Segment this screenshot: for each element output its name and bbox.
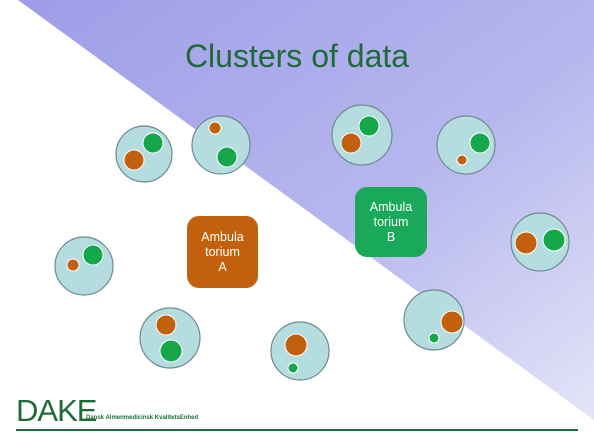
orange-patient-dot	[440, 310, 464, 334]
footer-divider	[16, 429, 578, 431]
orange-patient-dot	[340, 132, 362, 154]
green-patient-dot	[428, 332, 440, 344]
slide-title: Clusters of data	[184, 38, 410, 74]
clinic-b-line1: Ambula	[369, 199, 413, 214]
green-patient-dot	[82, 244, 104, 266]
cluster-circle	[115, 125, 173, 183]
green-patient-dot	[469, 132, 491, 154]
cluster-circle	[403, 289, 465, 351]
clusters-group	[54, 104, 570, 381]
green-patient-dot	[142, 132, 164, 154]
green-patient-dot	[542, 228, 566, 252]
cluster-circle	[54, 236, 114, 296]
clinic-b-box: Ambula torium B	[355, 187, 427, 257]
orange-patient-dot	[208, 121, 222, 135]
clinic-a-line2: torium	[205, 244, 240, 259]
orange-patient-dot	[514, 231, 538, 255]
orange-patient-dot	[456, 154, 468, 166]
dake-logo: DAKE	[16, 393, 97, 428]
clinic-a-box: Ambula torium A	[187, 216, 258, 288]
orange-patient-dot	[66, 258, 80, 272]
cluster-circle	[139, 307, 201, 369]
clinic-a-line1: Ambula	[201, 229, 244, 244]
orange-patient-dot	[123, 149, 145, 171]
orange-patient-dot	[284, 333, 308, 357]
clinic-b-line3: B	[386, 229, 396, 244]
cluster-circle	[510, 212, 570, 272]
green-patient-dot	[216, 146, 238, 168]
logo-tagline: Dansk Almenmedicinsk KvalitetsEnhed	[86, 415, 199, 421]
cluster-circle	[436, 115, 496, 175]
cluster-circle	[331, 104, 393, 166]
clinic-a-line3: A	[218, 259, 227, 274]
orange-patient-dot	[155, 314, 177, 336]
clinic-b-line2: torium	[373, 214, 409, 229]
green-patient-dot	[358, 115, 380, 137]
green-patient-dot	[159, 339, 183, 363]
green-patient-dot	[287, 362, 299, 374]
